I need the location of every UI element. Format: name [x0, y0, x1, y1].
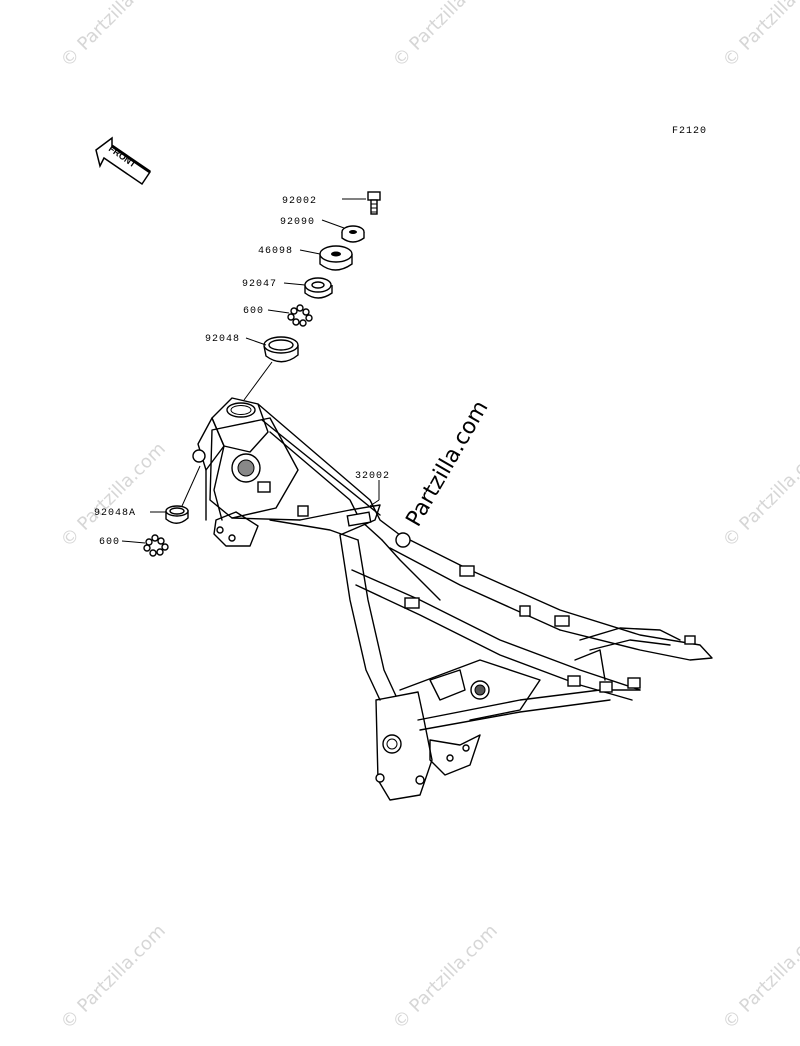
watermark: © Partzilla.com — [719, 0, 800, 72]
race-92048 — [263, 336, 299, 363]
callout-32002: 32002 — [355, 471, 390, 482]
watermark: © Partzilla.com — [57, 438, 170, 551]
front-direction-arrow: FRONT — [95, 136, 152, 186]
watermark: © Partzilla.com — [389, 920, 502, 1033]
callout-46098: 46098 — [258, 246, 293, 257]
callout-600-upper: 600 — [243, 306, 264, 317]
callout-labels: 92002 92090 46098 92047 600 92048 32002 … — [94, 196, 390, 548]
watermark: © Partzilla.com — [719, 438, 800, 551]
lower-steering-parts — [143, 505, 189, 557]
bushing-46098 — [319, 245, 353, 271]
bearing-92047 — [304, 277, 333, 299]
callout-92048a: 92048A — [94, 508, 136, 519]
watermark: © Partzilla.com — [57, 920, 170, 1033]
nut-92090 — [341, 225, 365, 243]
watermark: © Partzilla.com — [719, 920, 800, 1033]
race-92048a — [165, 505, 189, 524]
watermark: © Partzilla.com — [389, 0, 502, 72]
balls-600-lower — [143, 534, 169, 557]
watermark: © Partzilla.com — [57, 0, 170, 72]
callout-92002: 92002 — [282, 196, 317, 207]
steering-head-parts — [263, 191, 381, 363]
watermark-main: Partzilla.com — [402, 397, 494, 531]
figure-code: F2120 — [672, 126, 707, 137]
callout-92090: 92090 — [280, 217, 315, 228]
callout-92047: 92047 — [242, 279, 277, 290]
frame-32002 — [192, 397, 713, 801]
leader-lines — [121, 198, 380, 544]
bolt-92002 — [367, 191, 381, 215]
balls-600-upper — [287, 304, 313, 327]
callout-600-lower: 600 — [99, 537, 120, 548]
callout-92048: 92048 — [205, 334, 240, 345]
